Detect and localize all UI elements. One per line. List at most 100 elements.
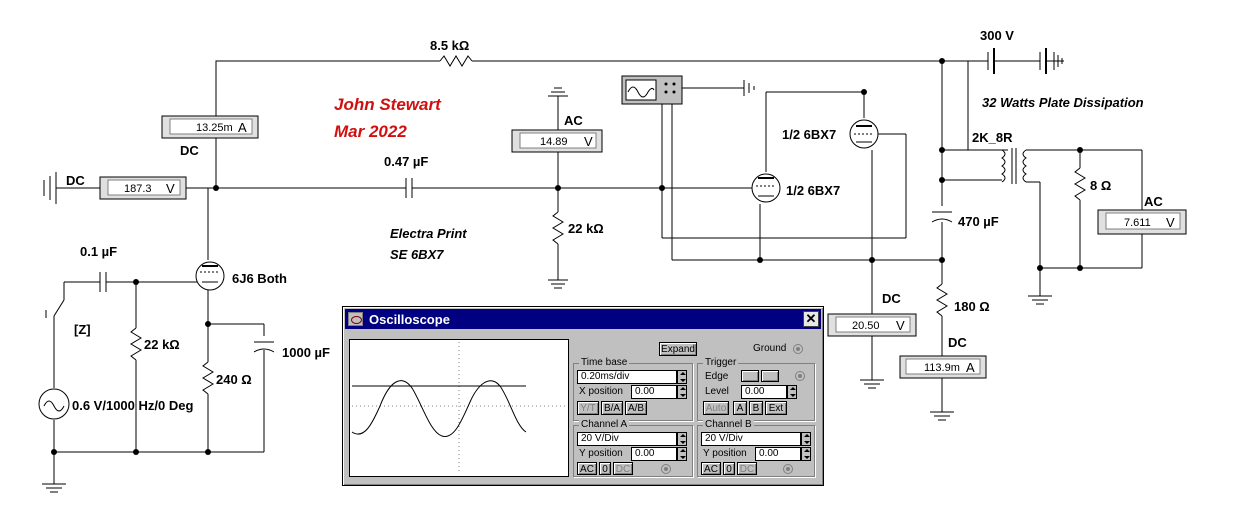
mode-yt-button[interactable]: Y/T	[577, 401, 599, 415]
channel-b-scale-stepper[interactable]	[801, 432, 811, 446]
meter-m6-value: 113.9m	[924, 362, 960, 374]
channel-b-dc-button[interactable]: DC	[737, 462, 757, 475]
edge-rising-button[interactable]	[741, 370, 759, 382]
label-r-grid1: 22 kΩ	[144, 337, 180, 352]
oscilloscope-instrument-icon[interactable]	[621, 75, 683, 105]
label-c-coupling: 0.47 µF	[384, 154, 428, 169]
channel-a-dc-button[interactable]: DC	[613, 462, 633, 475]
label-r-k1: 240 Ω	[216, 372, 252, 387]
channel-a-title: Channel A	[579, 419, 630, 430]
meter-m5-mode: DC	[882, 291, 901, 306]
label-r-grid2: 22 kΩ	[568, 221, 604, 236]
xpos-field[interactable]: 0.00	[631, 385, 677, 399]
mode-ab-button[interactable]: A/B	[625, 401, 647, 415]
level-label: Level	[705, 386, 729, 397]
meter-m2-value: 187.3	[124, 183, 152, 195]
channel-a-ac-button[interactable]: AC	[577, 462, 597, 475]
meter-m6-mode: DC	[948, 335, 967, 350]
meter-m1-unit: A	[238, 120, 247, 135]
label-tube-input: 6J6 Both	[232, 271, 287, 286]
close-icon[interactable]: ✕	[803, 311, 819, 327]
meter-m5-unit: V	[896, 318, 905, 333]
xpos-stepper[interactable]	[677, 385, 687, 399]
meter-m4-mode: AC	[1144, 194, 1163, 209]
meter-m2-unit: V	[166, 181, 175, 196]
timebase-value[interactable]: 0.20ms/div	[577, 370, 677, 384]
meter-m4-value: 7.611	[1124, 217, 1151, 229]
channel-a-ypos-stepper[interactable]	[677, 447, 687, 461]
channel-a-ypos-field[interactable]: 0.00	[631, 447, 677, 461]
label-r-top: 8.5 kΩ	[430, 38, 469, 53]
meter-m3-unit: V	[584, 134, 593, 149]
meter-m6: 113.9m A DC	[899, 335, 987, 379]
channel-b-terminal[interactable]	[783, 464, 793, 474]
label-tube-bottom: 1/2 6BX7	[786, 183, 840, 198]
tube-6bx7-top	[849, 119, 879, 149]
label-supply: 300 V	[980, 28, 1014, 43]
label-c-k1: 1000 µF	[282, 345, 330, 360]
timebase-title: Time base	[579, 357, 630, 368]
trigger-ext-button[interactable]: Ext	[765, 401, 787, 415]
channel-b-ypos-field[interactable]: 0.00	[755, 447, 801, 461]
tube-6j6	[195, 261, 225, 291]
meter-m2: 187.3 V DC	[66, 173, 187, 200]
channel-a-terminal[interactable]	[661, 464, 671, 474]
channel-b-title: Channel B	[703, 419, 754, 430]
label-transformer: 2K_8R	[972, 130, 1013, 145]
meter-m4: 7.611 V AC	[1097, 194, 1187, 235]
channel-b-group	[697, 425, 815, 477]
label-source: 0.6 V/1000 Hz/0 Deg	[72, 398, 193, 413]
label-tube-top: 1/2 6BX7	[782, 127, 836, 142]
meter-m1: 13.25m A DC	[161, 115, 259, 158]
trigger-a-button[interactable]: A	[733, 401, 747, 415]
credit-date: Mar 2022	[334, 122, 407, 141]
oscilloscope-display	[349, 339, 569, 477]
label-c-input: 0.1 µF	[80, 244, 117, 259]
meter-m2-mode: DC	[66, 173, 85, 188]
caption-line2: SE 6BX7	[390, 247, 444, 262]
oscilloscope-window[interactable]: Oscilloscope ✕ Expand Ground Time base 0…	[342, 306, 824, 486]
ground-label: Ground	[753, 343, 787, 354]
trigger-terminal[interactable]	[795, 371, 805, 381]
meter-m6-unit: A	[966, 360, 975, 375]
channel-b-ac-button[interactable]: AC	[701, 462, 721, 475]
label-plate-dissipation: 32 Watts Plate Dissipation	[982, 95, 1144, 110]
edge-label: Edge	[705, 371, 729, 382]
label-c-filter: 470 µF	[958, 214, 999, 229]
timebase-stepper[interactable]	[677, 370, 687, 384]
channel-b-ypos-label: Y position	[703, 448, 747, 459]
edge-falling-button[interactable]	[761, 370, 779, 382]
oscilloscope-app-icon	[348, 312, 363, 326]
meter-m3-value: 14.89	[540, 136, 568, 148]
caption-line1: Electra Print	[390, 226, 467, 241]
level-stepper[interactable]	[787, 385, 797, 399]
channel-b-ypos-stepper[interactable]	[801, 447, 811, 461]
channel-b-scale[interactable]: 20 V/Div	[701, 432, 801, 446]
credit-name: John Stewart	[334, 95, 442, 114]
label-switch-key: [Z]	[74, 322, 91, 337]
trigger-auto-button[interactable]: Auto	[703, 401, 729, 415]
meter-m3: 14.89 V AC	[511, 113, 603, 153]
level-field[interactable]: 0.00	[741, 385, 787, 399]
channel-a-scale[interactable]: 20 V/Div	[577, 432, 677, 446]
oscilloscope-titlebar[interactable]: Oscilloscope ✕	[345, 309, 821, 329]
ground-terminal[interactable]	[793, 344, 803, 354]
channel-a-zero-button[interactable]: 0	[599, 462, 611, 475]
channel-b-zero-button[interactable]: 0	[723, 462, 735, 475]
channel-a-group	[573, 425, 693, 477]
meter-m3-mode: AC	[564, 113, 583, 128]
mode-ba-button[interactable]: B/A	[601, 401, 623, 415]
channel-a-scale-stepper[interactable]	[677, 432, 687, 446]
oscilloscope-title: Oscilloscope	[369, 312, 450, 327]
trigger-title: Trigger	[703, 357, 739, 368]
trigger-group	[697, 363, 815, 421]
expand-button[interactable]: Expand	[659, 342, 697, 356]
meter-m4-unit: V	[1166, 215, 1175, 230]
meter-m5: 20.50 V DC	[827, 291, 917, 337]
meter-m1-value: 13.25m	[196, 122, 233, 134]
ac-source-icon	[38, 388, 70, 420]
trigger-b-button[interactable]: B	[749, 401, 763, 415]
timebase-group	[573, 363, 693, 421]
meter-m5-value: 20.50	[852, 320, 880, 332]
